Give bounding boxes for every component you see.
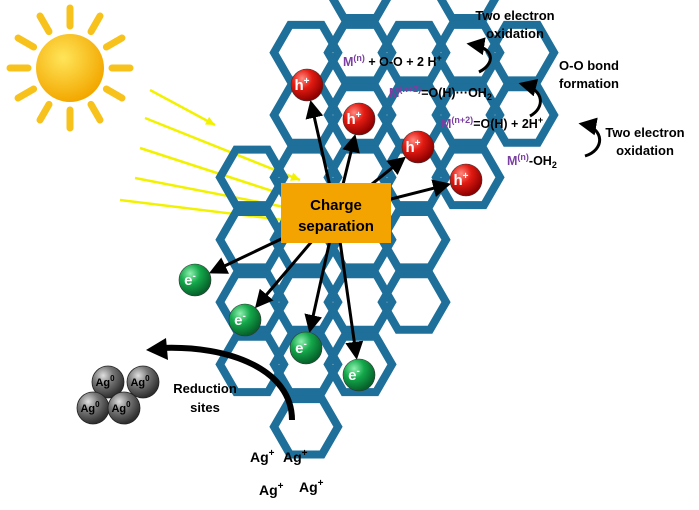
lattice-hexagon <box>323 332 397 397</box>
reaction-3: M(n+2)=O(H) + 2H+ <box>441 115 543 131</box>
reduction-sites: Reduction sites <box>146 338 295 421</box>
electron-e-minus-icon: e- <box>342 358 376 392</box>
svg-text:h+: h+ <box>294 76 309 94</box>
light-beam-head <box>290 172 300 181</box>
lattice-hexagon <box>215 145 289 210</box>
reaction-2: M(n+2)=O(H)···OH2 <box>389 84 492 102</box>
light-beam <box>149 88 216 127</box>
curved-arrow-top <box>466 37 492 74</box>
lattice-hexagon <box>269 332 343 397</box>
svg-text:e-: e- <box>295 339 307 357</box>
hole-h-plus-icon: h+ <box>290 68 324 102</box>
sun-icon <box>6 4 134 132</box>
silver-ion-label: Ag+ <box>299 478 324 495</box>
lattice-hexagon <box>215 270 289 334</box>
svg-text:M(n+2)=O(H) + 2H+: M(n+2)=O(H) + 2H+ <box>441 115 543 131</box>
r4-metal: M <box>507 154 517 168</box>
svg-text:M(n+2)=O(H)···OH2: M(n+2)=O(H)···OH2 <box>389 84 492 102</box>
r1-metal: M <box>343 55 353 69</box>
lattice-hexagon <box>323 20 397 85</box>
svg-text:h+: h+ <box>453 171 468 189</box>
r2-metal: M <box>389 86 399 100</box>
charge-label-line2: separation <box>298 218 374 235</box>
electron-e-minus-icon: e- <box>178 263 212 297</box>
hole-h-plus-icon: h+ <box>449 163 483 197</box>
sun-disc <box>36 34 104 102</box>
svg-text:e-: e- <box>184 271 196 289</box>
svg-text:Reduction: Reduction <box>173 381 237 396</box>
lattice-hexagon <box>328 0 392 22</box>
svg-text:Ag0: Ag0 <box>80 400 100 415</box>
svg-text:Ag0: Ag0 <box>130 374 150 389</box>
sun-ray <box>14 85 38 102</box>
holes: h+ h+ h+ h+ <box>290 68 483 197</box>
silver-atom: Ag0 <box>76 391 110 425</box>
sun-ray <box>102 34 126 51</box>
hole-h-plus-icon: h+ <box>342 102 376 136</box>
charge-separation-box: Charge separation <box>281 183 391 243</box>
silver-ion-label: Ag+ <box>250 448 275 465</box>
lattice-hexagon <box>215 208 289 272</box>
svg-text:formation: formation <box>559 76 619 91</box>
electron-e-minus-icon: e- <box>228 303 262 337</box>
reaction-1: M(n) + O-O + 2 H+ <box>343 53 442 69</box>
svg-text:Two electron: Two electron <box>605 125 684 140</box>
sun-ray <box>36 100 53 124</box>
svg-text:oxidation: oxidation <box>616 143 674 158</box>
sun-ray <box>87 100 104 124</box>
electron-e-minus-icon: e- <box>289 331 323 365</box>
charge-label-line1: Charge <box>310 197 362 214</box>
lattice-hexagon <box>431 83 505 147</box>
svg-text:Ag0: Ag0 <box>111 400 131 415</box>
electrons: e-e-e-e- <box>178 263 376 392</box>
svg-text:Ag0: Ag0 <box>95 374 115 389</box>
sun-ray <box>36 12 53 36</box>
lattice-hexagon <box>377 20 451 85</box>
silver-ion-label: Ag+ <box>283 448 308 465</box>
svg-text:e-: e- <box>234 311 246 329</box>
lattice-hexagon <box>431 145 505 210</box>
curved-arrow-middle <box>518 78 542 118</box>
lattice-hexagon <box>377 270 451 334</box>
svg-text:O-O bond: O-O bond <box>559 58 619 73</box>
lattice-hexagon <box>323 270 397 334</box>
reaction-4: M(n)-OH2 <box>507 152 557 170</box>
svg-text:Two electron: Two electron <box>475 8 554 23</box>
svg-text:sites: sites <box>190 400 220 415</box>
sun-ray <box>87 12 104 36</box>
reduction-arrow <box>159 344 295 421</box>
annotation-right: Two electron oxidation <box>605 125 684 158</box>
hole-h-plus-icon: h+ <box>401 130 435 164</box>
reduction-arrowhead <box>146 338 168 360</box>
r3-metal: M <box>441 117 451 131</box>
annotation-top: Two electron oxidation <box>475 8 554 41</box>
sun-ray <box>102 85 126 102</box>
light-beam-head <box>205 116 215 125</box>
svg-text:e-: e- <box>348 366 360 384</box>
curved-arrow-icon <box>466 37 602 158</box>
silver-atom: Ag0 <box>126 365 160 399</box>
lattice-hexagon <box>431 20 505 85</box>
svg-text:h+: h+ <box>346 110 361 128</box>
annotation-bond: O-O bond formation <box>559 58 619 91</box>
svg-text:M(n)-OH2: M(n)-OH2 <box>507 152 557 170</box>
curved-arrow-right <box>578 117 602 158</box>
svg-text:oxidation: oxidation <box>486 26 544 41</box>
lattice-hexagon <box>215 332 289 397</box>
lattice-hexagon <box>269 395 343 459</box>
silver-atom: Ag0 <box>107 391 141 425</box>
svg-text:M(n) + O-O + 2 H+: M(n) + O-O + 2 H+ <box>343 53 442 69</box>
silver-ions: Ag+ Ag+ Ag+ Ag+ <box>250 448 324 498</box>
silver-atom: Ag0 <box>91 365 125 399</box>
silver-ion-label: Ag+ <box>259 481 284 498</box>
sun-ray <box>14 34 38 51</box>
lattice-hexagon <box>323 83 397 147</box>
svg-text:h+: h+ <box>405 138 420 156</box>
lattice-hexagon <box>436 0 500 22</box>
